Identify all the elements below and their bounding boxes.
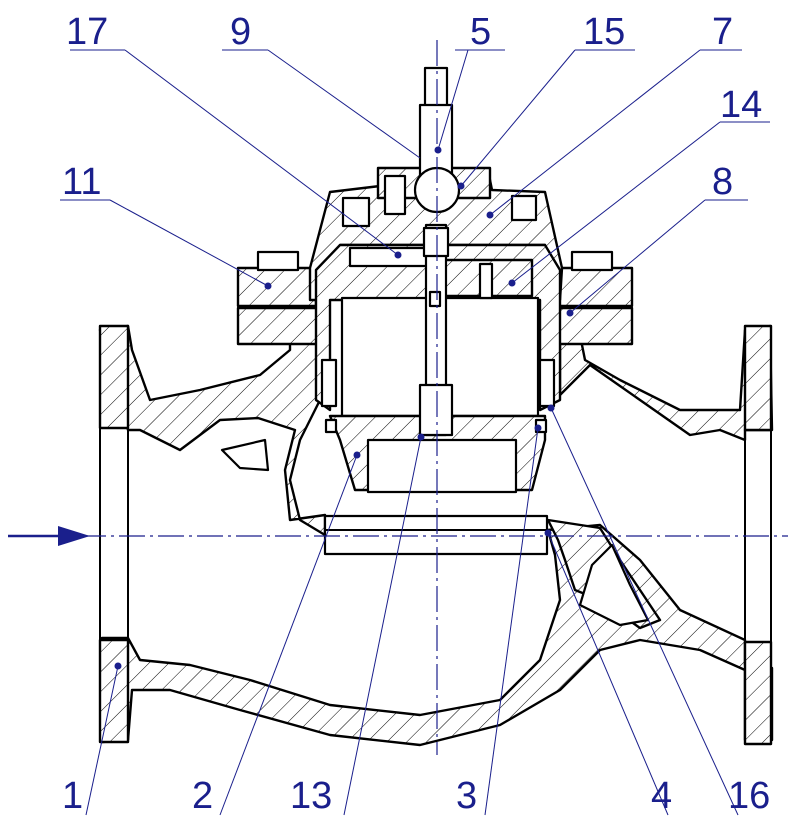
- o-ring-left: [324, 418, 338, 434]
- callout-4: 4: [651, 775, 672, 817]
- callout-14: 14: [720, 84, 762, 126]
- leader-lines: [60, 49, 770, 816]
- callout-3: 3: [456, 775, 477, 817]
- callout-5: 5: [470, 11, 491, 53]
- bolt-head-left: [256, 250, 300, 272]
- stem-pin: [428, 290, 442, 308]
- stem-top-end: [423, 66, 449, 110]
- callout-8: 8: [712, 161, 733, 203]
- body-upper-wall: [98, 324, 327, 537]
- valve-body: [98, 324, 774, 747]
- seal-ring-left: [320, 358, 338, 408]
- stem-nut-upper: [422, 226, 450, 258]
- gland-bolt-left: [383, 174, 407, 216]
- seat-ring: [323, 514, 549, 556]
- callout-labels: 17 9 5 15 7 14 11 8 1 2 13 3 4 16: [62, 11, 770, 817]
- outlet-flange-bottom: [743, 640, 773, 746]
- pilot-chamber: [348, 246, 432, 268]
- body-neck-flange-left: [236, 306, 320, 346]
- callout-13: 13: [290, 775, 332, 817]
- body-upper-cavity: [220, 438, 270, 472]
- seal-ring-right: [538, 358, 556, 408]
- callout-15: 15: [583, 11, 625, 53]
- bonnet-flange-right: [554, 266, 634, 308]
- flow-direction-arrow: [8, 526, 90, 546]
- bonnet-flange-left: [236, 266, 318, 308]
- callout-16: 16: [728, 775, 770, 817]
- gland-nut-left: [341, 196, 371, 228]
- callout-11: 11: [62, 161, 101, 203]
- balance-port: [478, 262, 494, 300]
- callout-1: 1: [62, 775, 83, 817]
- inlet-flange-top: [98, 324, 130, 430]
- gland-bolt-right: [510, 194, 538, 222]
- outlet-flange-top: [743, 324, 773, 432]
- inlet-flange-bottom: [98, 638, 130, 744]
- callout-7: 7: [712, 11, 733, 53]
- callout-2: 2: [192, 775, 213, 817]
- stem-nut-lower: [418, 383, 454, 437]
- callout-9: 9: [230, 11, 251, 53]
- callout-17: 17: [66, 11, 108, 53]
- bolt-head-right: [570, 250, 614, 272]
- plug-inner-recess: [366, 438, 518, 494]
